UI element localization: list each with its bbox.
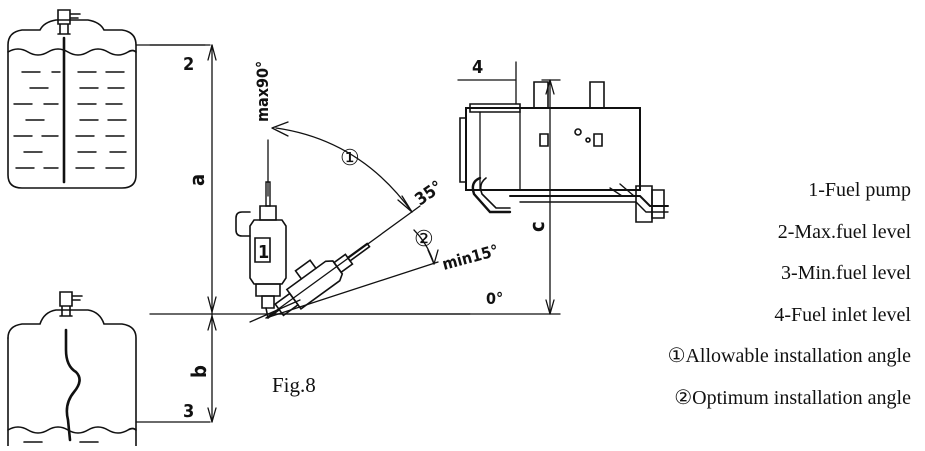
angle-35-label: 35° <box>411 177 446 210</box>
angle-diagram <box>249 121 471 323</box>
dimension-a-b <box>149 44 561 423</box>
vertical-fuel-pump <box>235 181 287 319</box>
angle-min15-label: min15° <box>440 241 500 274</box>
label-a: a <box>185 174 209 186</box>
lower-fuel-tank <box>7 291 211 447</box>
legend-item-allowable-angle: ①Allowable installation angle <box>667 345 911 367</box>
legend-item-max-fuel-level: 2-Max.fuel level <box>777 220 911 243</box>
angle-max90-label: max90° <box>253 61 272 122</box>
legend-item-fuel-pump: 1-Fuel pump <box>808 179 911 201</box>
legend-item-optimum-angle: ②Optimum installation angle <box>674 386 911 409</box>
figure-caption: Fig.8 <box>272 373 316 397</box>
tilted-fuel-pump <box>267 242 371 319</box>
label-2: 2 <box>183 54 194 75</box>
legend-item-min-fuel-level: 3-Min.fuel level <box>781 262 911 284</box>
label-c: c <box>525 221 549 232</box>
label-3: 3 <box>183 401 194 422</box>
circle-2-label: ② <box>414 227 434 252</box>
label-4: 4 <box>472 57 483 78</box>
pump-number-label: 1 <box>258 242 269 263</box>
angle-0-label: 0° <box>486 289 503 308</box>
legend: 1-Fuel pump 2-Max.fuel level 3-Min.fuel … <box>668 170 911 419</box>
circle-1-label: ① <box>340 146 360 171</box>
heater-unit <box>457 61 669 315</box>
legend-item-fuel-inlet-level: 4-Fuel inlet level <box>774 303 911 326</box>
upper-fuel-tank <box>7 9 211 189</box>
label-b: b <box>187 365 211 378</box>
